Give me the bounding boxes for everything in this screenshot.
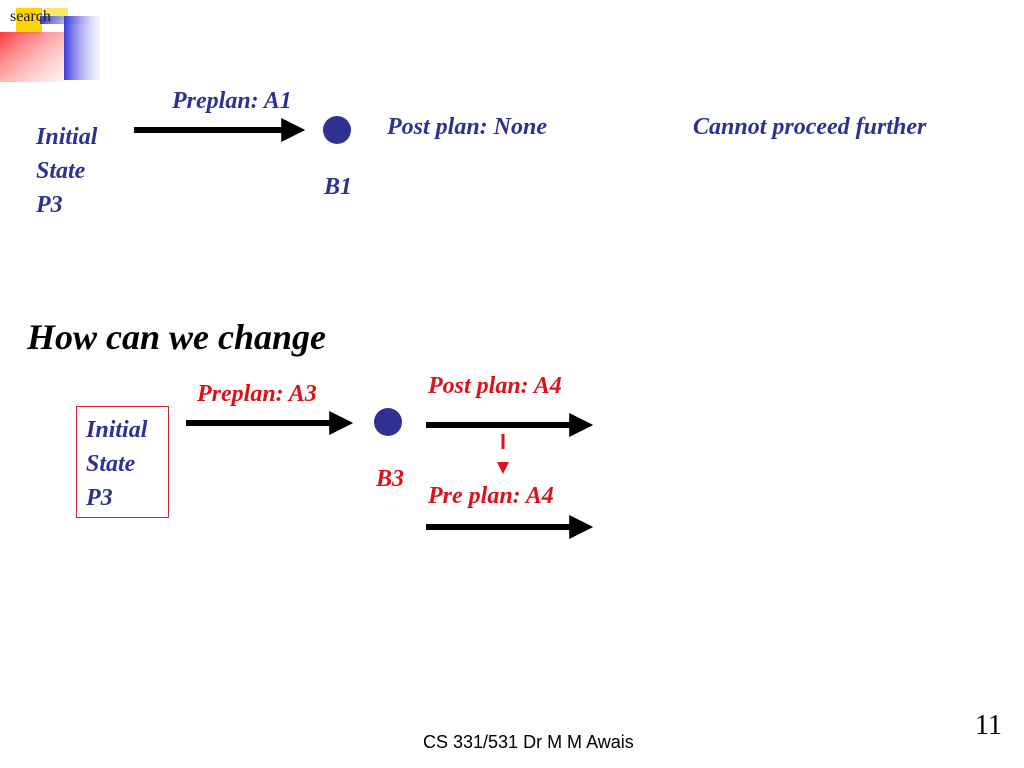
top-initial-state-line-1: Initial (36, 124, 98, 150)
bottom-preplan2-label: Pre plan: A4 (428, 483, 554, 509)
bottom-preplan-label: Preplan: A3 (197, 381, 317, 407)
bottom-node-label: B3 (376, 466, 405, 492)
page-number: 11 (975, 710, 1002, 741)
bottom-initial-state-line-2: State (86, 451, 136, 477)
bottom-initial-state: Initial State P3 (86, 413, 147, 515)
section-heading: How can we change (27, 317, 327, 357)
top-node-label: B1 (324, 174, 353, 200)
logo-graphic (0, 8, 100, 82)
logo-text: search (10, 8, 51, 25)
bottom-node-b3 (374, 408, 402, 436)
top-postplan-label: Post plan: None (387, 114, 548, 140)
initial-state-box (76, 406, 169, 518)
top-preplan-label: Preplan: A1 (172, 88, 292, 114)
top-initial-state-line-2: State (36, 158, 86, 184)
top-initial-state-line-3: P3 (36, 192, 63, 218)
bottom-postplan-label: Post plan: A4 (428, 373, 562, 399)
top-node-b1 (323, 116, 351, 144)
bottom-initial-state-line-1: Initial (86, 417, 148, 443)
bottom-initial-state-line-3: P3 (86, 485, 113, 511)
top-initial-state: Initial State P3 (36, 120, 97, 222)
top-note: Cannot proceed further (693, 114, 927, 140)
footer-text: CS 331/531 Dr M M Awais (423, 732, 634, 752)
transition-arrow (497, 434, 509, 474)
